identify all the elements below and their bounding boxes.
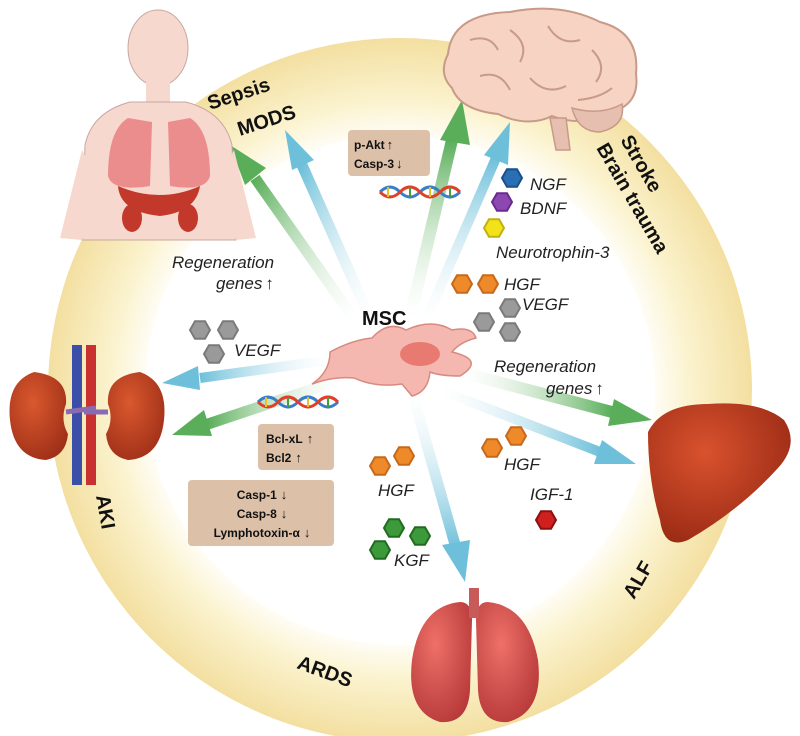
hgf-top-hexagon-1 [450,274,474,294]
arrow-to-kidney-green [172,374,342,436]
human-body-illustration [60,9,256,241]
arrow-to-brain-blue [420,122,510,324]
box-text-lymphotoxin: Lymphotoxin-α↓ [214,525,311,540]
arrow-to-liver-green [458,366,652,426]
vegf-top-label: VEGF [522,295,570,314]
box-text-p-akt: p-Akt↑ [354,137,393,152]
box-text-casp-1: Casp-1↓ [237,487,288,502]
bdnf-label: BDNF [520,199,568,218]
vegf-top-hexagon-1 [472,312,496,332]
arrow-to-liver-blue [438,385,636,464]
igf-1-hexagon [534,510,558,530]
lungs-illustration [411,588,539,723]
hgf-top-label: HGF [504,275,542,294]
brain-illustration [442,7,638,151]
vegf-top-hexagon-2 [498,298,522,318]
ngf-label: NGF [530,175,568,194]
regeneration-genes-left-label: Regeneration [172,253,274,272]
box-text-bcl2: Bcl2↑ [266,450,302,465]
box-text-casp-8: Casp-8↓ [237,506,288,521]
box-text-casp-3: Casp-3↓ [354,156,403,171]
hgf-bottom-hexagon-2 [392,446,416,466]
vegf-left-hexagon-1 [188,320,212,340]
kgf-hexagon-3 [368,540,392,560]
liver-illustration [648,403,791,543]
hgf-bottom-label: HGF [378,481,416,500]
neurotrophin-hexagon [482,218,506,238]
igf-1-label: IGF-1 [530,485,573,504]
hgf-right-label: HGF [504,455,542,474]
vegf-left-label: VEGF [234,341,282,360]
hgf-right-hexagon-2 [504,426,528,446]
box-text-bcl-xl: Bcl-xL↑ [266,431,313,446]
brain-effect-box: p-Akt↑ Casp-3↓ [348,130,430,176]
regeneration-genes-right-label: Regeneration [494,357,596,376]
kgf-label: KGF [394,551,431,570]
msc-label: MSC [362,308,406,330]
kgf-hexagon-1 [382,518,406,538]
vegf-left-hexagon-2 [216,320,240,340]
arrow-to-lungs-blue [406,390,470,582]
vegf-top-hexagon-3 [498,322,522,342]
caspase-effect-box: Casp-1↓ Casp-8↓ Lymphotoxin-α↓ [188,480,334,546]
neurotrophin-3-label: Neurotrophin-3 [496,243,610,262]
arrows [162,100,652,582]
hgf-top-hexagon-2 [476,274,500,294]
hgf-right-hexagon-1 [480,438,504,458]
arrow-to-brain-green [404,100,470,320]
factor-labels: Regeneration genes↑ VEGF NGF BDNF Neurot… [172,175,610,570]
msc-cell-illustration [311,323,477,397]
bdnf-hexagon [490,192,514,212]
bcl-effect-box: Bcl-xL↑ Bcl2↑ [258,424,334,470]
hgf-bottom-hexagon-1 [368,456,392,476]
genes-right-label: genes↑ [546,379,604,398]
dna-helix-top-icon [378,185,462,199]
dna-helix-left-icon [256,395,340,409]
arrow-to-sepsis-blue [285,130,376,321]
lungs-in-body-icon [108,118,210,188]
ngf-hexagon [500,168,524,188]
arrow-to-kidney-blue [162,355,331,390]
kidney-illustration [9,345,165,485]
arrow-to-sepsis-green [230,145,360,324]
vegf-left-hexagon-3 [202,344,226,364]
genes-left-label: genes↑ [216,274,274,293]
factor-hexagons [188,168,558,560]
kgf-hexagon-2 [408,526,432,546]
